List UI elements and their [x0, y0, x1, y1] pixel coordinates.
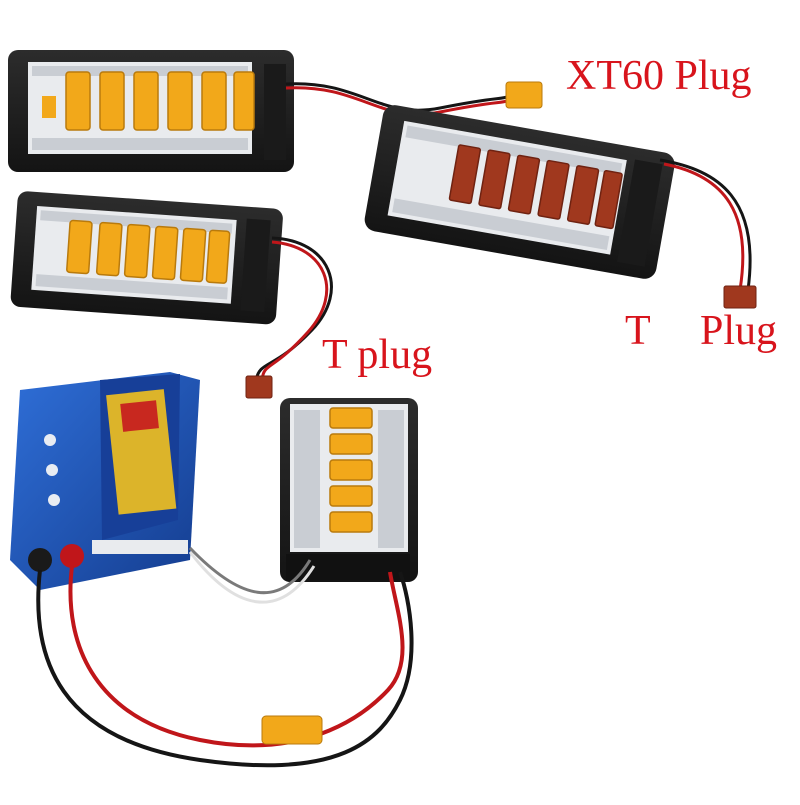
t-plug-label: T plug [322, 332, 433, 378]
xt60-connectors-top [65, 71, 255, 131]
xt60-connectors-middle [66, 219, 231, 284]
plug-label: Plug [700, 308, 778, 354]
xt60-parallel-board-bottom [280, 398, 418, 582]
t-plug-wire-right [659, 158, 752, 291]
xt60-plug-icon [505, 81, 543, 109]
charger-output-terminals [28, 544, 84, 572]
t-label: T [625, 308, 651, 354]
xt60-parallel-board-top [8, 50, 294, 172]
t-plug-icon-right [723, 285, 757, 309]
xt60-parallel-board-middle [10, 191, 283, 325]
xt60-connectors-bottom [329, 407, 373, 533]
lipo-balance-charger [10, 372, 200, 590]
xt60-plug-label: XT60 Plug [566, 53, 752, 99]
t-plug-connectors-right [448, 144, 623, 230]
t-plug-parallel-board-right [364, 105, 675, 279]
t-plug-icon-middle [245, 375, 273, 399]
xt60-inline-connector [261, 715, 323, 745]
t-plug-wire-middle [254, 236, 333, 381]
